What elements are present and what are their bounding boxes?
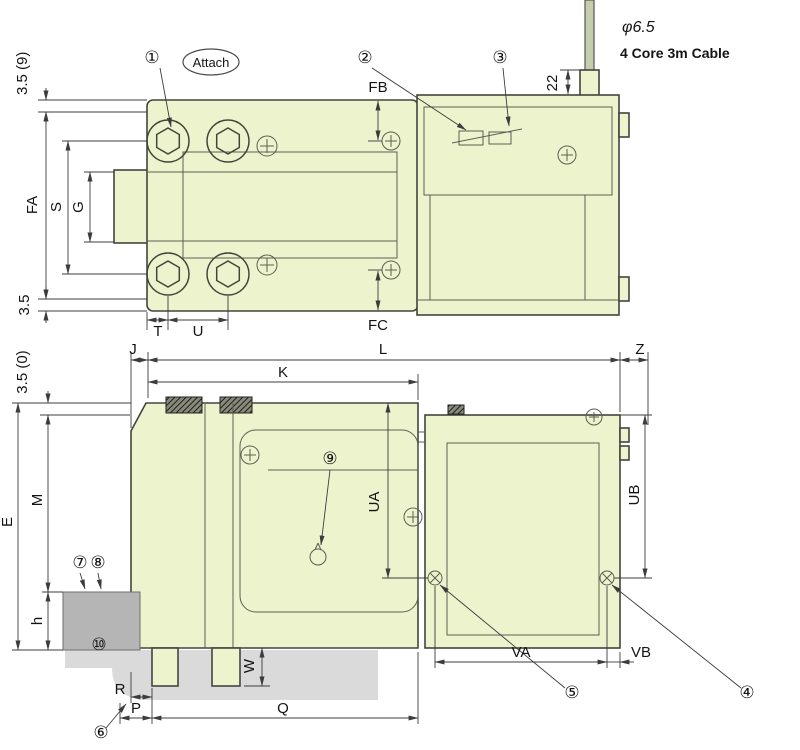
screw-icon: [403, 507, 423, 527]
dim-label-3.5-0: 3.5 (0): [14, 350, 31, 393]
side-tab: [619, 427, 630, 443]
cable-connector: [579, 69, 600, 99]
dim-label-w: W: [241, 658, 258, 673]
callout-4: ④: [739, 683, 754, 702]
dim-label-22: 22: [544, 75, 561, 92]
callout-9: ⑨: [322, 449, 337, 468]
dimension-lines-side: [12, 352, 742, 729]
screw-icon: [557, 145, 577, 165]
finger-left: [151, 647, 179, 687]
dim-label-va: VA: [512, 644, 531, 661]
screw-icon: [585, 408, 603, 426]
knurled-grip: [219, 396, 253, 414]
right-tab-lower: [618, 276, 630, 302]
dim-label-h: h: [29, 617, 46, 625]
right-tab-upper: [618, 112, 630, 138]
dim-label-ua: UA: [366, 492, 383, 513]
dim-label-p: P: [131, 700, 141, 717]
inner-plate: [182, 151, 398, 259]
cable-wire: [584, 0, 595, 75]
head-profile: [130, 402, 419, 649]
dim-label-fb: FB: [368, 79, 387, 96]
actuator-profile: [424, 414, 621, 649]
dim-label-u: U: [193, 323, 204, 340]
attach-label: Attach: [193, 55, 230, 70]
dim-label-k: K: [278, 364, 288, 381]
cable: [579, 0, 600, 99]
callout-8: ⑧: [90, 553, 105, 572]
side-view: J L Z K 3.5 (0) E M h UA UB VA VB W R P …: [0, 341, 755, 742]
actuator-inner-panel: [446, 442, 600, 636]
actuator-block: [416, 94, 620, 316]
screw-icon: [256, 135, 278, 157]
jaw-protrusion: [113, 169, 151, 244]
callout-7: ⑦: [72, 553, 87, 572]
dim-label-l: L: [379, 341, 387, 358]
cable-diameter-label: φ6.5: [622, 19, 655, 36]
screw-icon: [256, 254, 278, 276]
sensor-panel: [423, 106, 613, 196]
dim-label-3.5-btm: 3.5: [16, 295, 33, 316]
inner-panel-side: [239, 429, 419, 613]
hex-bolt-icon: [206, 119, 250, 163]
top-view: Attach ① ② ③ φ6.5 4 Core 3m Cable 3.5 (9…: [14, 0, 730, 340]
dim-label-s: S: [48, 202, 65, 212]
dim-label-ub: UB: [626, 485, 643, 506]
screw-icon: [240, 445, 260, 465]
callout-1: ①: [144, 48, 159, 67]
keyhole-feature: [309, 542, 327, 566]
workpiece-block: [62, 591, 141, 651]
dim-label-fc: FC: [368, 317, 388, 334]
gripper-body-top: [113, 94, 630, 316]
hex-socket-bolts: [146, 119, 250, 296]
dim-label-g: G: [70, 201, 87, 213]
dimension-lines-top: [38, 67, 585, 330]
callout-10: ⑩: [91, 635, 106, 654]
dim-label-3.5-9: 3.5 (9): [14, 52, 31, 95]
callout-6: ⑥: [93, 723, 108, 742]
dim-label-t: T: [153, 323, 162, 340]
callout-2: ②: [357, 48, 372, 67]
dim-label-r: R: [115, 681, 126, 698]
side-tab: [619, 445, 630, 461]
dim-label-z: Z: [635, 341, 644, 358]
finger-right: [211, 647, 241, 687]
dim-label-vb: VB: [631, 644, 651, 661]
top-tab: [447, 404, 465, 415]
gripper-body-side: [130, 396, 630, 649]
callout-3: ③: [492, 48, 507, 67]
knurled-grip: [165, 396, 203, 414]
dim-label-q: Q: [277, 700, 289, 717]
dim-label-e: E: [0, 517, 16, 527]
dim-label-m: M: [29, 494, 46, 507]
cable-label: 4 Core 3m Cable: [620, 45, 730, 61]
callout-5: ⑤: [564, 683, 579, 702]
dim-label-j: J: [129, 341, 137, 358]
sensor-parts: [451, 128, 523, 146]
hex-bolt-icon: [206, 252, 250, 296]
dim-label-fa: FA: [24, 196, 41, 214]
attach-oval: [182, 48, 240, 76]
